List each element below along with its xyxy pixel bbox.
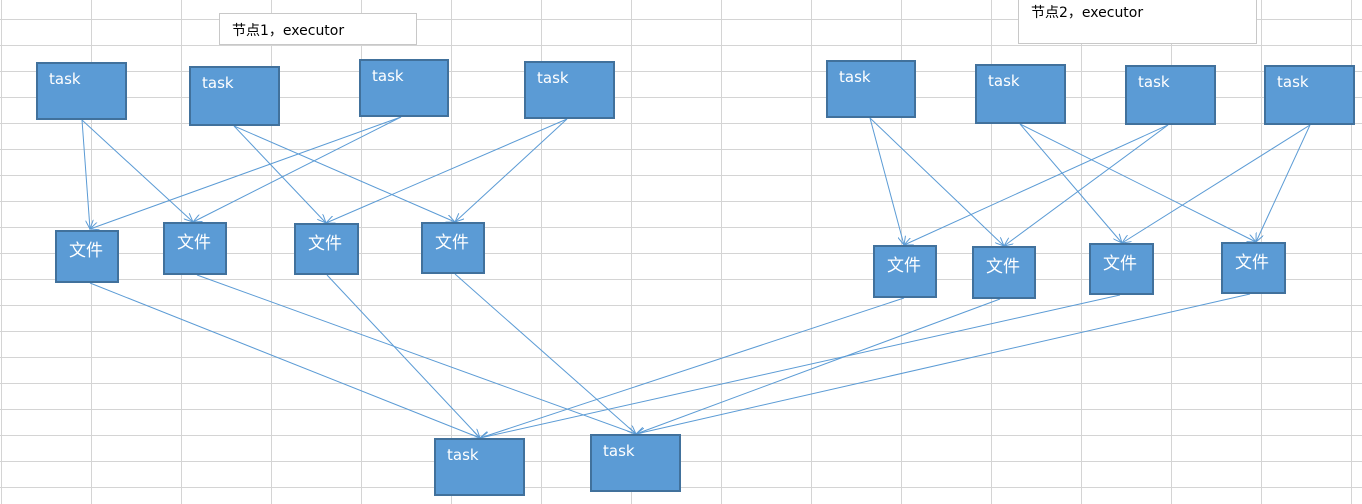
node1-task-3: task xyxy=(359,59,449,117)
node1-file-4: 文件 xyxy=(421,222,485,274)
arrow-n1t1-n1f2 xyxy=(81,119,193,222)
node1-task-1: task xyxy=(36,62,127,120)
arrow-n2t2-n2f4 xyxy=(1019,123,1256,242)
node1-task-4: task xyxy=(524,61,615,119)
node2-task-1: task xyxy=(826,60,916,118)
node2-task-3: task xyxy=(1125,65,1216,125)
arrow-n2t3-n2f2 xyxy=(1004,124,1169,246)
node2-file-3: 文件 xyxy=(1089,243,1154,295)
arrow-n1t3-n1f1 xyxy=(90,116,402,229)
output-task-1: task xyxy=(434,438,525,496)
arrow-n2t2-n2f3 xyxy=(1019,123,1122,243)
node2-task-2: task xyxy=(975,64,1066,124)
node1-file-2: 文件 xyxy=(163,222,227,275)
arrow-n1f1-out1 xyxy=(89,282,480,438)
arrow-n2t1-n2f2 xyxy=(869,117,1004,246)
node1-file-1: 文件 xyxy=(55,230,119,283)
arrow-n1t1-n1f1 xyxy=(81,119,90,229)
arrow-n2f2-out2 xyxy=(636,298,1001,434)
node1-executor-label: 节点1，executor xyxy=(219,13,417,45)
arrow-n2t3-n2f1 xyxy=(904,124,1169,245)
output-task-2: task xyxy=(590,434,681,492)
arrow-n2t4-n2f4 xyxy=(1256,124,1311,242)
arrow-n2t1-n2f1 xyxy=(869,117,904,245)
arrow-n1f3-out1 xyxy=(326,274,480,438)
node2-file-2: 文件 xyxy=(972,246,1036,299)
node2-executor-label: 节点2，executor xyxy=(1018,0,1257,44)
arrow-n1t4-n1f3 xyxy=(326,118,568,223)
node2-file-4: 文件 xyxy=(1221,242,1286,294)
arrow-n1f2-out2 xyxy=(196,274,636,434)
arrow-n2t4-n2f3 xyxy=(1122,124,1311,243)
arrow-n1t4-n1f4 xyxy=(455,118,568,222)
node1-file-3: 文件 xyxy=(294,223,359,275)
arrow-n2f3-out1 xyxy=(480,294,1121,438)
arrow-n1t2-n1f3 xyxy=(233,125,326,223)
arrow-n1f4-out2 xyxy=(454,273,636,434)
arrow-n1t2-n1f4 xyxy=(233,125,455,222)
node2-file-1: 文件 xyxy=(873,245,937,298)
node1-task-2: task xyxy=(189,66,280,126)
arrow-n2f4-out2 xyxy=(636,293,1251,434)
node2-task-4: task xyxy=(1264,65,1355,125)
arrow-n1t3-n1f2 xyxy=(193,116,402,222)
arrow-n2f1-out1 xyxy=(480,297,905,438)
